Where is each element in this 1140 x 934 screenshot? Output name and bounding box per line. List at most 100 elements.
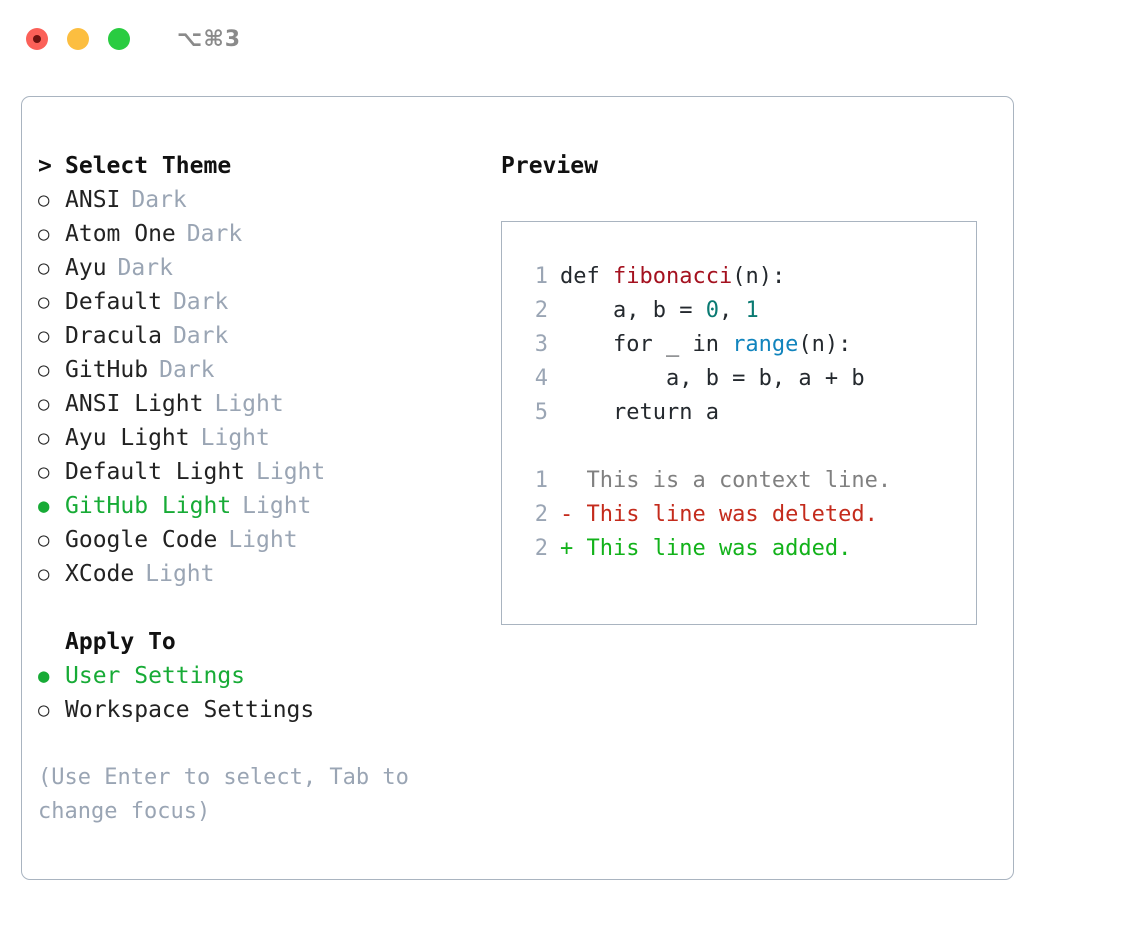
option-label: XCode [65, 561, 135, 587]
code-token-num: 1 [745, 298, 759, 323]
radio-unselected-icon: ○ [38, 189, 50, 211]
code-token-num: 0 [705, 298, 719, 323]
line-number: 1 [534, 264, 548, 289]
line-number: 2 [534, 502, 548, 527]
option-label: GitHub Light [65, 493, 232, 519]
option-label: ANSI Light [65, 391, 204, 417]
code-text: def fibonacci(n): [560, 260, 785, 294]
radio-unselected-icon: ○ [38, 325, 50, 347]
option-label: Default Light [65, 459, 246, 485]
option-kind-label: Dark [172, 323, 229, 349]
theme-option-ansi[interactable]: ○ ANSI Dark [38, 183, 478, 217]
apply-to-title: Apply To [65, 629, 176, 655]
focus-caret-icon: > [38, 153, 52, 179]
code-text: for _ in range(n): [560, 328, 851, 362]
radio-selected-icon: ● [38, 665, 50, 687]
option-label: Default [65, 289, 162, 315]
theme-option-default[interactable]: ○ Default Dark [38, 285, 478, 319]
select-theme-title: Select Theme [65, 153, 232, 179]
option-kind-label: Light [145, 561, 215, 587]
line-number: 1 [534, 468, 548, 493]
option-label: User Settings [65, 663, 246, 689]
theme-option-default-light[interactable]: ○ Default Light Light [38, 455, 478, 489]
theme-option-xcode[interactable]: ○ XCode Light [38, 557, 478, 591]
radio-selected-icon: ● [38, 495, 50, 517]
code-line: 4 a, b = b, a + b [520, 362, 976, 396]
titlebar: ⌥⌘3 [0, 0, 1140, 78]
line-number: 2 [534, 536, 548, 561]
code-token-plain: a, b = [560, 298, 706, 323]
option-kind-label: Light [256, 459, 326, 485]
option-kind-label: Dark [131, 187, 187, 213]
diff-text: This is a context line. [560, 468, 892, 493]
maximize-window-button[interactable] [108, 28, 130, 50]
theme-option-github-light[interactable]: ● GitHub Light Light [38, 489, 478, 523]
code-token-plain: a, b = b, a + b [560, 366, 865, 391]
select-theme-header: > Select Theme [38, 149, 478, 183]
radio-unselected-icon: ○ [38, 461, 50, 483]
option-kind-label: Light [214, 391, 284, 417]
code-token-plain: , [718, 298, 746, 323]
code-line: 5 return a [520, 396, 976, 430]
apply-option-workspace-settings[interactable]: ○ Workspace Settings [38, 693, 478, 727]
theme-option-atom-one[interactable]: ○ Atom One Dark [38, 217, 478, 251]
radio-unselected-icon: ○ [38, 563, 50, 585]
line-number: 5 [534, 400, 548, 425]
diff-line-delete: 2 - This line was deleted. [520, 498, 976, 532]
option-label: Atom One [65, 221, 176, 247]
diff-line-add: 2 + This line was added. [520, 532, 976, 566]
code-token-plain: for _ in [560, 332, 733, 357]
apply-to-section: Apply To ● User Settings ○ Workspace Settin… [38, 625, 478, 727]
option-kind-label: Light [228, 527, 298, 553]
code-token-fn: fibonacci [612, 264, 733, 289]
option-kind-label: Light [242, 493, 312, 519]
option-kind-label: Dark [186, 221, 243, 247]
option-label: Ayu Light [65, 425, 190, 451]
close-icon [33, 35, 41, 43]
apply-option-list: ● User Settings ○ Workspace Settings [38, 659, 478, 727]
code-token-builtin: range [732, 332, 799, 357]
code-token-plain: (n): [732, 264, 786, 289]
line-number: 2 [534, 298, 548, 323]
traffic-lights [26, 28, 130, 50]
apply-to-header: Apply To [38, 625, 478, 659]
theme-option-dracula[interactable]: ○ Dracula Dark [38, 319, 478, 353]
diff-sample: 1 This is a context line. 2 - This line wa… [520, 464, 976, 566]
code-token-plain: (n): [798, 332, 852, 357]
diff-text: - This line was deleted. [560, 502, 878, 527]
minimize-window-button[interactable] [67, 28, 89, 50]
option-label: Workspace Settings [65, 697, 315, 723]
option-label: ANSI [65, 187, 121, 213]
close-window-button[interactable] [26, 28, 48, 50]
diff-text: + This line was added. [560, 536, 852, 561]
radio-unselected-icon: ○ [38, 699, 50, 721]
option-kind-label: Dark [117, 255, 173, 281]
radio-unselected-icon: ○ [38, 291, 50, 313]
preview-title: Preview [501, 153, 598, 179]
code-text: a, b = 0, 1 [560, 294, 759, 328]
apply-option-user-settings[interactable]: ● User Settings [38, 659, 478, 693]
option-label: Dracula [65, 323, 162, 349]
window-shortcut-label: ⌥⌘3 [177, 26, 242, 52]
code-line: 2 a, b = 0, 1 [520, 294, 976, 328]
option-label: Google Code [65, 527, 218, 553]
option-label: Ayu [65, 255, 107, 281]
radio-unselected-icon: ○ [38, 223, 50, 245]
code-token-plain: return a [560, 400, 719, 425]
code-token-def: def [560, 264, 613, 289]
keyboard-hint-text: (Use Enter to select, Tab to change focu… [38, 765, 423, 824]
code-text: return a [560, 396, 719, 430]
option-kind-label: Dark [172, 289, 229, 315]
